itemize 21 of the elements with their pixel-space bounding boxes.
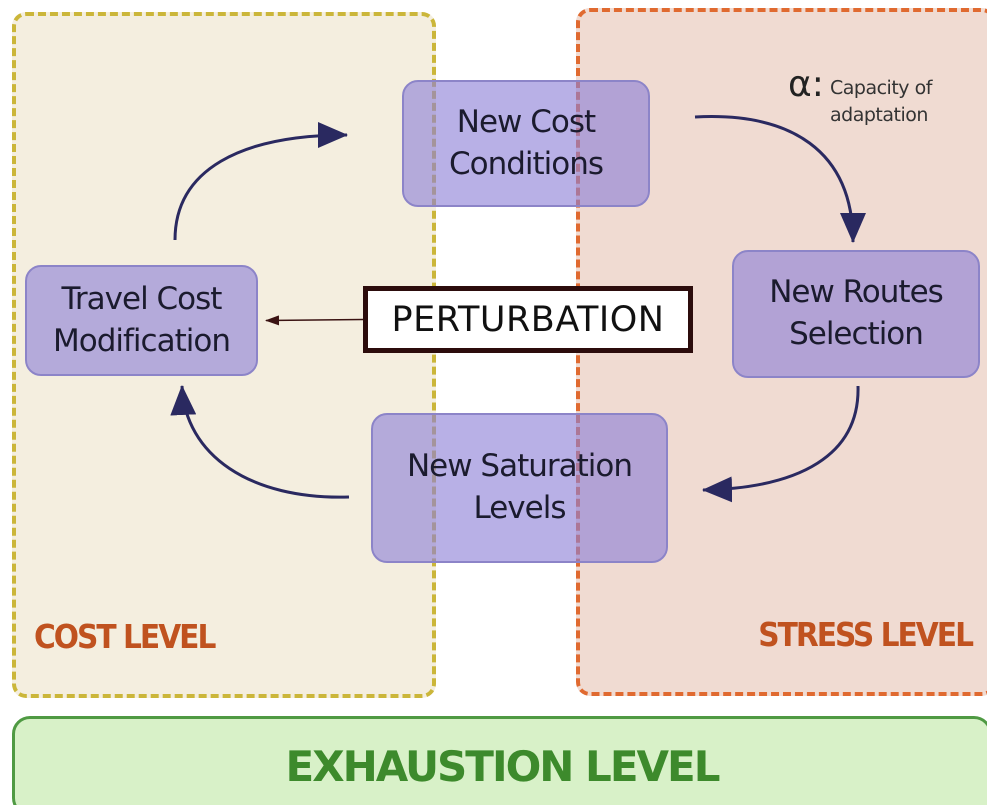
arrow: [174, 122, 348, 240]
process-label: New Routes Selection: [768, 273, 944, 354]
level-title: STRESS LEVEL: [758, 615, 972, 654]
process-label: New Saturation Levels: [406, 447, 634, 528]
perturbation-box: [363, 286, 693, 353]
exhaustion-level-panel: [12, 716, 987, 805]
arrow: [172, 385, 350, 498]
alpha-symbol: α:: [788, 64, 824, 105]
level-title: COST LEVEL: [34, 617, 214, 656]
perturbation-label: PERTURBATION: [392, 300, 664, 340]
process-box: [371, 413, 668, 563]
process-box: [732, 250, 980, 378]
note-text: Capacity of adaptation: [830, 76, 934, 128]
arrow: [694, 115, 864, 243]
level-title: EXHAUSTION LEVEL: [286, 742, 718, 790]
process-label: Travel Cost Modification: [52, 280, 231, 360]
arrow: [265, 315, 363, 326]
arrow: [702, 386, 860, 502]
process-box: [402, 80, 650, 207]
process-label: New Cost Conditions: [448, 102, 604, 184]
process-box: [25, 265, 258, 376]
